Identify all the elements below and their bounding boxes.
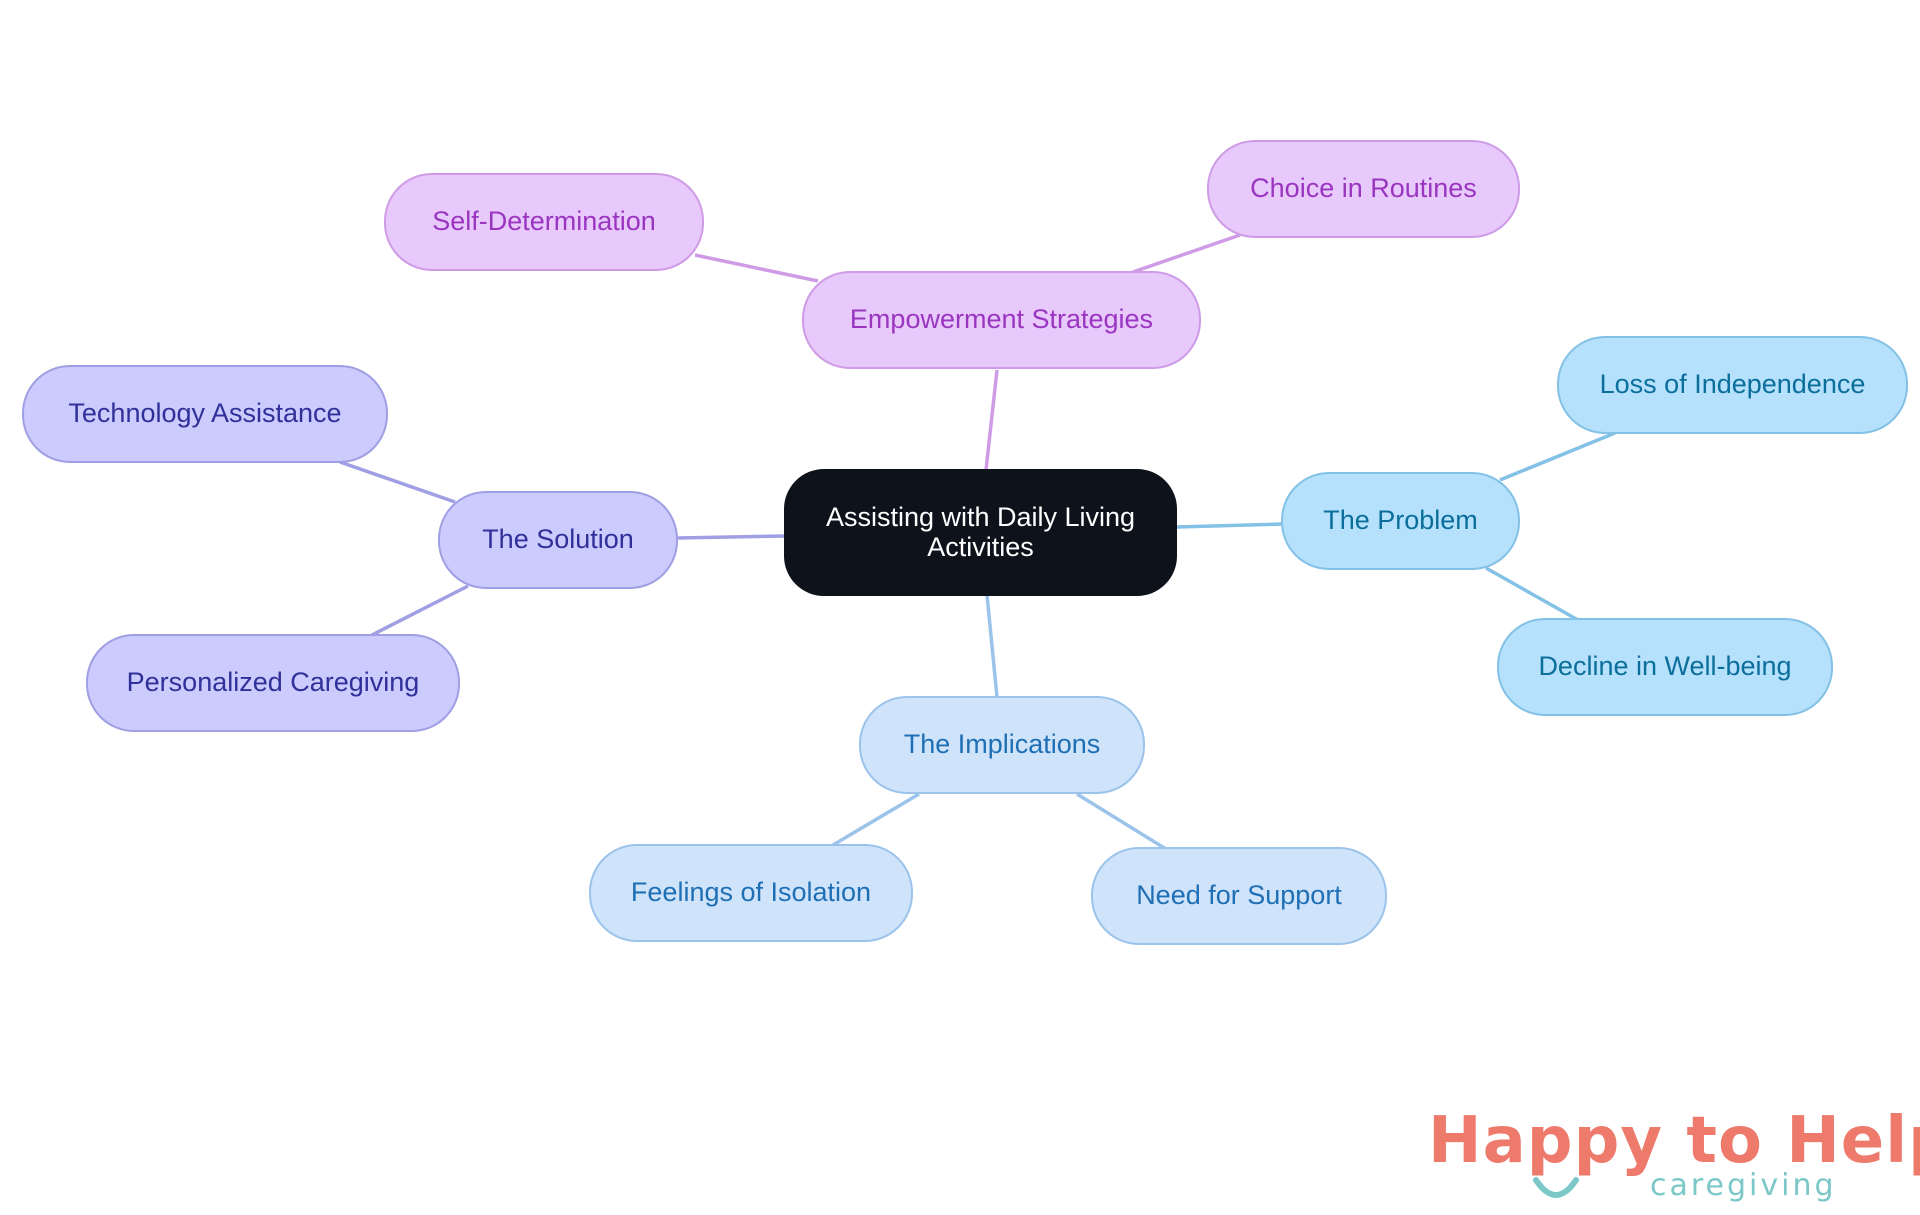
logo-main-text: Happy to Help — [1428, 1104, 1920, 1178]
node-personalized-caregiving[interactable]: Personalized Caregiving — [86, 634, 460, 732]
edge-empowerment-choice — [1132, 233, 1241, 274]
node-need-for-support-label: Need for Support — [1136, 880, 1342, 911]
node-the-implications[interactable]: The Implications — [859, 696, 1145, 794]
edge-solution-personalized — [369, 584, 469, 638]
node-need-for-support[interactable]: Need for Support — [1091, 847, 1387, 945]
node-technology-assistance[interactable]: Technology Assistance — [22, 365, 388, 463]
node-decline-in-well-being[interactable]: Decline in Well-being — [1497, 618, 1833, 716]
node-technology-assistance-label: Technology Assistance — [68, 398, 342, 429]
edge-implications-support — [1076, 792, 1167, 851]
edge-problem-decline — [1485, 566, 1579, 622]
central-node[interactable]: Assisting with Daily Living Activities — [784, 469, 1177, 596]
node-personalized-caregiving-label: Personalized Caregiving — [126, 667, 420, 698]
edge-root-solution — [677, 534, 786, 540]
edge-implications-isolation — [832, 792, 920, 847]
node-loss-of-independence-label: Loss of Independence — [1599, 369, 1866, 400]
node-feelings-of-isolation-label: Feelings of Isolation — [630, 877, 872, 908]
node-self-determination-label: Self-Determination — [432, 206, 656, 237]
node-the-solution-label: The Solution — [482, 524, 634, 555]
node-choice-in-routines[interactable]: Choice in Routines — [1207, 140, 1520, 238]
node-the-problem[interactable]: The Problem — [1281, 472, 1520, 570]
happy-to-help-logo: Happy to Help caregiving — [1420, 1104, 1920, 1208]
edge-root-implications — [985, 594, 999, 698]
node-loss-of-independence[interactable]: Loss of Independence — [1557, 336, 1908, 434]
node-empowerment-strategies-label: Empowerment Strategies — [849, 304, 1154, 335]
smile-icon — [1533, 1177, 1579, 1198]
node-the-problem-label: The Problem — [1323, 505, 1478, 536]
edge-root-empowerment — [984, 369, 999, 471]
edge-root-problem — [1176, 522, 1284, 529]
node-decline-in-well-being-label: Decline in Well-being — [1538, 651, 1792, 682]
edge-empowerment-self-determination — [694, 253, 819, 283]
node-self-determination[interactable]: Self-Determination — [384, 173, 704, 271]
edge-problem-loss — [1499, 431, 1616, 482]
node-feelings-of-isolation[interactable]: Feelings of Isolation — [589, 844, 913, 942]
node-the-implications-label: The Implications — [903, 729, 1101, 760]
node-choice-in-routines-label: Choice in Routines — [1250, 173, 1477, 204]
central-node-label: Assisting with Daily Living Activities — [825, 501, 1136, 562]
logo-subtext: caregiving — [1650, 1168, 1837, 1203]
node-empowerment-strategies[interactable]: Empowerment Strategies — [802, 271, 1201, 369]
edge-solution-technology — [339, 460, 456, 504]
node-the-solution[interactable]: The Solution — [438, 491, 678, 589]
